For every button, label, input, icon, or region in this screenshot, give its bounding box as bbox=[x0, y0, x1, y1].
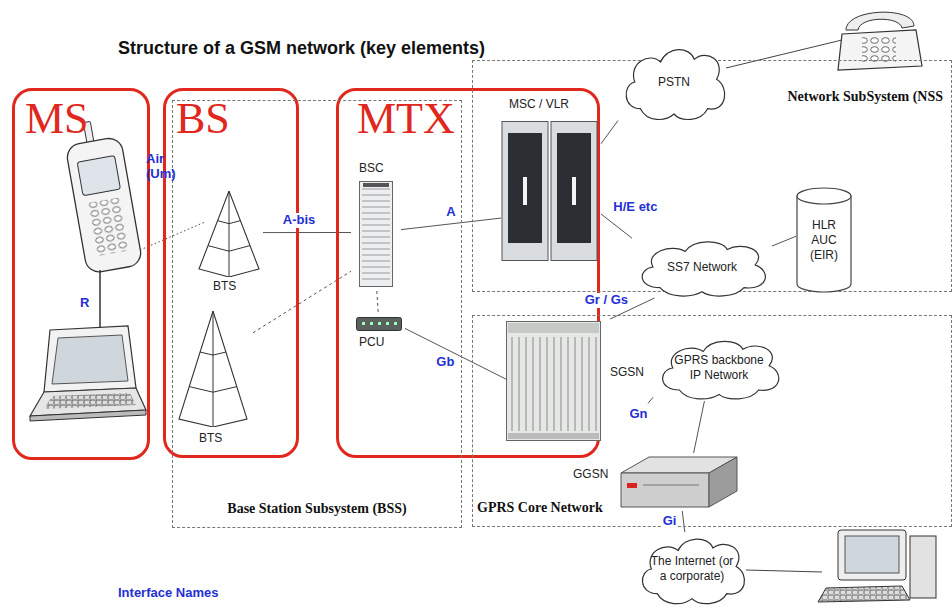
node-label: SGSN bbox=[610, 365, 644, 379]
interface-name: A bbox=[444, 205, 457, 220]
group-outline: MS bbox=[12, 88, 150, 460]
diagram-title: Structure of a GSM network (key elements… bbox=[118, 38, 485, 59]
desk-telephone bbox=[838, 12, 922, 70]
subsystem-name: Network SubSystem (NSS bbox=[787, 89, 943, 105]
pcu-unit: PCU bbox=[353, 315, 405, 351]
interface-name: H/E etc bbox=[611, 200, 659, 215]
group-outline: MTXBSCPCUMSC / VLRSGSN bbox=[336, 88, 600, 458]
interface-link bbox=[648, 397, 653, 403]
network-cloud: PSTN bbox=[618, 42, 730, 122]
bts-icon bbox=[177, 311, 249, 427]
bts-tower: BTS bbox=[195, 191, 263, 295]
section-note: Interface Names bbox=[118, 586, 218, 601]
laptop bbox=[30, 326, 146, 421]
subsystem-name: Base Station Subsystem (BSS) bbox=[227, 501, 406, 517]
network-cloud: The Internet (or a corporate) bbox=[634, 532, 750, 606]
group-name: MTX bbox=[357, 97, 455, 141]
r-link bbox=[99, 270, 101, 330]
interface-name: Gr / Gs bbox=[583, 293, 630, 308]
node-label: BTS bbox=[199, 431, 222, 445]
pstn-phone-link bbox=[726, 40, 842, 68]
interface-name: Gi bbox=[661, 514, 679, 529]
bsc-server: BSC bbox=[351, 161, 401, 291]
group-name: BS bbox=[176, 97, 230, 141]
node-label: MSC / VLR bbox=[509, 97, 569, 111]
interface-link bbox=[405, 328, 506, 379]
node-label: The Internet (or a corporate) bbox=[648, 554, 736, 584]
node-label: BSC bbox=[359, 161, 384, 175]
database-cylinder: HLR AUC (EIR) bbox=[796, 187, 852, 293]
sgsn-rack: SGSN bbox=[506, 319, 648, 443]
interface-name: A-bis bbox=[281, 213, 318, 228]
group-name: MS bbox=[25, 97, 89, 141]
interface-link bbox=[601, 121, 618, 144]
node-label: HLR AUC (EIR) bbox=[806, 218, 842, 263]
interface-name: Gn bbox=[627, 407, 649, 422]
desktop-computer bbox=[818, 530, 936, 602]
bts-tower: BTS bbox=[175, 311, 253, 447]
network-cloud: GPRS backbone IP Network bbox=[653, 335, 785, 401]
interface-link bbox=[772, 236, 796, 246]
interface-link bbox=[682, 511, 685, 532]
network-cloud: SS7 Network bbox=[632, 236, 772, 298]
bsc-icon bbox=[359, 181, 393, 287]
pcu-icon bbox=[356, 317, 402, 331]
node-label: PSTN bbox=[658, 75, 690, 90]
sgsn-icon bbox=[506, 321, 601, 441]
msc-icon bbox=[501, 121, 599, 261]
node-label: BTS bbox=[213, 279, 236, 293]
node-label: GGSN bbox=[573, 467, 608, 481]
interface-link bbox=[601, 214, 632, 238]
subsystem-box: Base Station Subsystem (BSS) bbox=[172, 100, 462, 528]
internet-pc-link bbox=[746, 570, 822, 572]
interface-name: Air (Um) bbox=[146, 152, 186, 182]
subsystem-box: GPRS Core Network GPRS backbone IP Networ… bbox=[472, 315, 952, 527]
msc-cabinet: MSC / VLR bbox=[501, 97, 601, 265]
subsystem-name: GPRS Core Network bbox=[477, 500, 603, 516]
bts-icon bbox=[197, 191, 261, 277]
interface-link bbox=[694, 401, 705, 453]
interface-link bbox=[377, 291, 379, 315]
node-label: GPRS backbone IP Network bbox=[672, 353, 767, 383]
interface-name: R bbox=[80, 296, 89, 311]
node-label: SS7 Network bbox=[667, 260, 737, 275]
interface-name: Gb bbox=[434, 355, 456, 370]
group-outline: BS BTS BTS bbox=[163, 88, 299, 458]
ggsn-icon bbox=[619, 455, 739, 509]
node-label: PCU bbox=[359, 335, 384, 349]
